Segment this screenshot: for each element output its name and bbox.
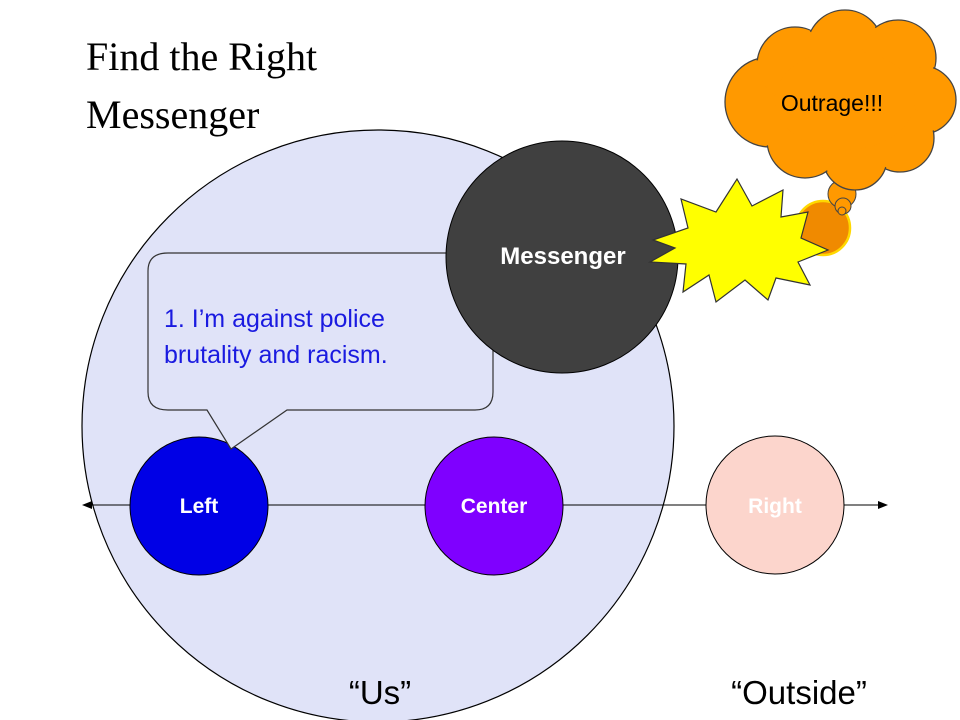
thought-trail-small: [837, 206, 847, 216]
center-node: [424, 436, 564, 576]
speech-bubble-line-2: brutality and racism.: [164, 341, 388, 369]
thought-cloud-fill: [726, 11, 955, 189]
right-node-label: Right: [748, 495, 802, 518]
outside-region-label: “Outside”: [731, 674, 867, 711]
speech-bubble-line-1: 1. I’m against police: [164, 305, 385, 333]
left-node: [129, 436, 269, 576]
left-node-label: Left: [180, 495, 219, 518]
title-line-1: Find the Right: [86, 34, 317, 79]
outrage-burst: [647, 177, 830, 304]
right-node: [705, 435, 845, 575]
messenger-label: Messenger: [500, 243, 625, 270]
us-region-label: “Us”: [349, 674, 411, 711]
thought-cloud-text: Outrage!!!: [781, 90, 883, 116]
title-line-2: Messenger: [86, 92, 259, 137]
center-node-label: Center: [461, 495, 528, 518]
